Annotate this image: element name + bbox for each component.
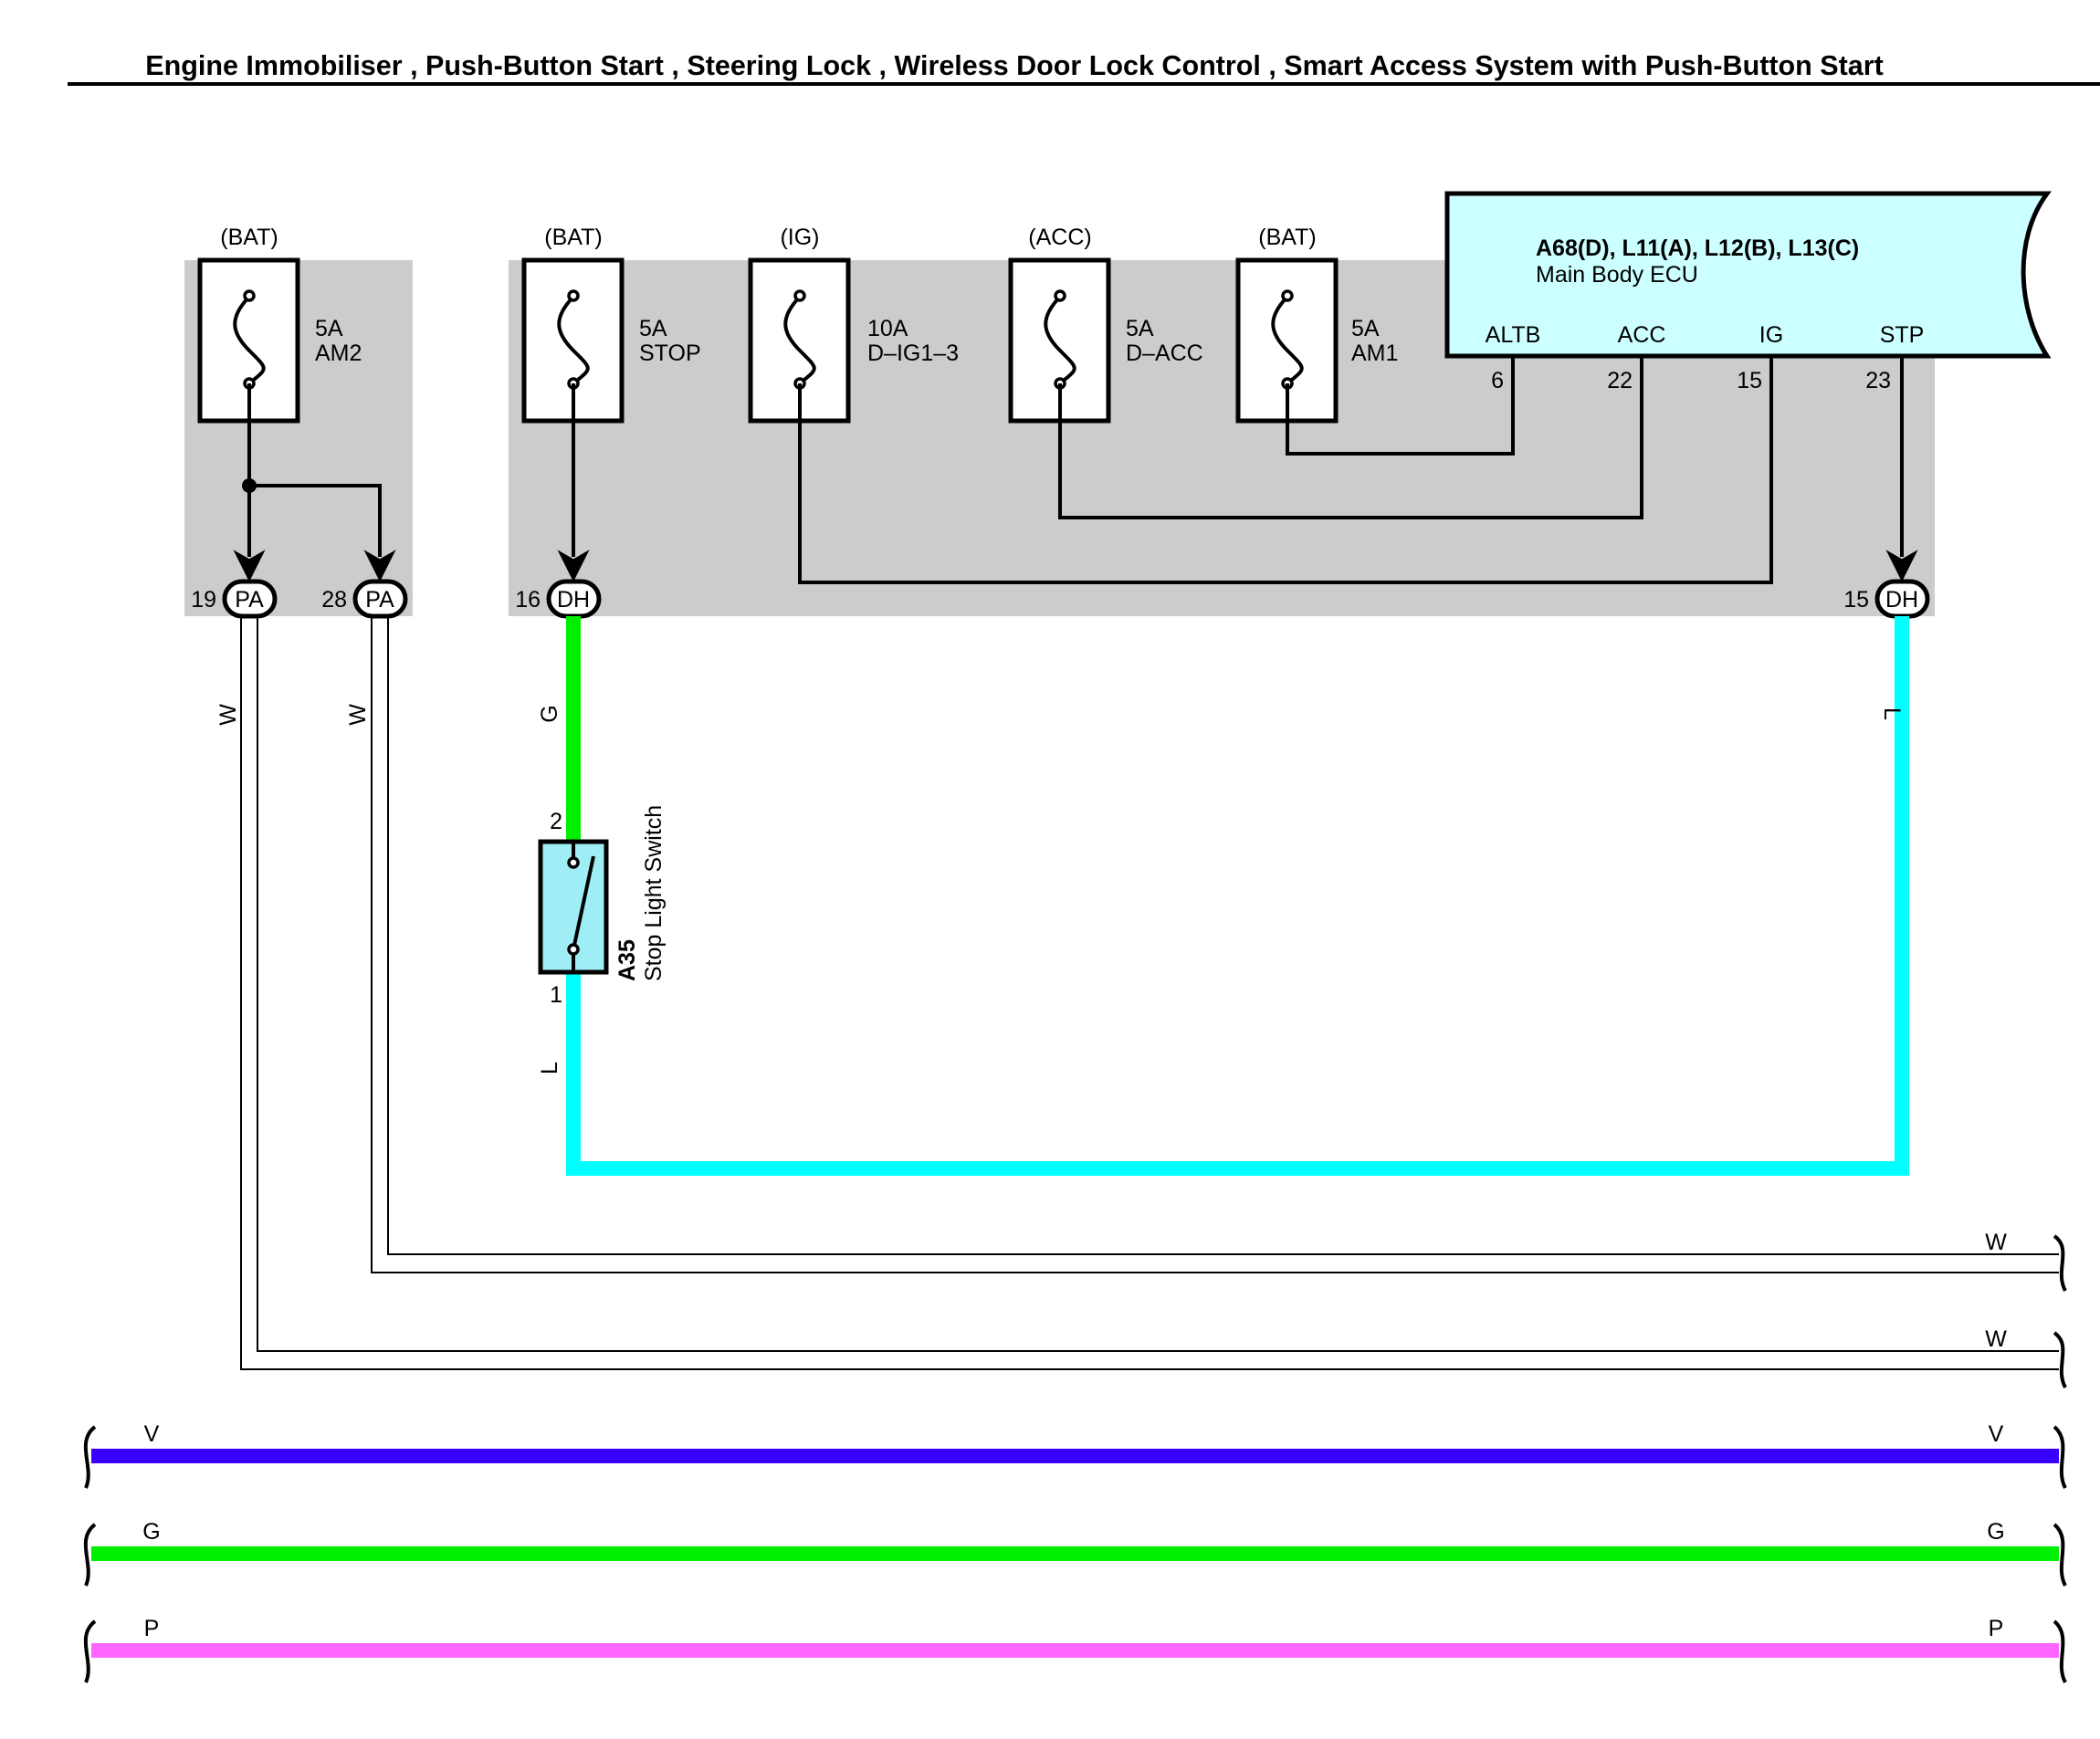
fuse-rating: 5A [315, 316, 343, 341]
bus-label-left: G [142, 1519, 160, 1545]
ecu-pin-number-6: 6 [1491, 368, 1504, 393]
wire-color-label: W [1985, 1326, 2007, 1352]
switch-pin-top: 2 [550, 809, 562, 834]
wire-break-mark [2053, 1234, 2067, 1292]
wire-color-label: W [215, 704, 241, 726]
fuse-rating: 5A [639, 316, 667, 341]
ecu-pin-label-ig: IG [1759, 322, 1783, 348]
connector-dh-16: 16 DH [515, 579, 602, 619]
connector-dh-15: 15 DH [1843, 579, 1930, 619]
fuse-source-label: (BAT) [1258, 225, 1316, 250]
bus-label-right: G [1987, 1519, 2004, 1545]
switch-code: A35 [614, 939, 640, 981]
ecu-pin-label-stp: STP [1880, 322, 1925, 348]
fuse-d-acc: (ACC) 5A D–ACC [1008, 225, 1203, 424]
internal-wiring [233, 356, 1918, 584]
fuse-name: D–IG1–3 [867, 340, 959, 366]
fuse-name: D–ACC [1126, 340, 1203, 366]
bus-p: P P [83, 1616, 2067, 1683]
white-wire-pa28 [371, 616, 2059, 1273]
fuse-source-label: (BAT) [220, 225, 278, 250]
connector-pin: 15 [1843, 587, 1869, 613]
ecu-pin-label-acc: ACC [1618, 322, 1666, 348]
stop-light-switch: 2 1 A35 Stop Light Switch [538, 805, 667, 1008]
bus-label-right: V [1989, 1421, 2004, 1447]
wire-color-label: L [1879, 707, 1905, 720]
white-wire-pa19 [240, 616, 2059, 1370]
wire-color-label: G [537, 705, 562, 722]
connector-pin: 16 [515, 587, 541, 613]
page-title: Engine Immobiliser , Push-Button Start ,… [145, 50, 1883, 81]
wire-color-label: W [345, 704, 371, 726]
ecu-pin-number-23: 23 [1865, 368, 1891, 393]
connector-pin: 28 [321, 587, 347, 613]
connector-pa-28: 28 PA [321, 579, 408, 619]
bus-g: G G [83, 1519, 2067, 1587]
connector-code: PA [365, 587, 394, 613]
fuse-source-label: (ACC) [1028, 225, 1091, 250]
connector-code: DH [557, 587, 590, 613]
fuse-rating: 10A [867, 316, 908, 341]
bus-label-left: P [144, 1616, 160, 1641]
connector-pin: 19 [191, 587, 216, 613]
switch-name: Stop Light Switch [641, 805, 667, 981]
wire-color-label: L [537, 1062, 562, 1074]
bus-v: V V [83, 1421, 2067, 1489]
bus-label-right: P [1989, 1616, 2004, 1641]
wire-color-label: W [1985, 1230, 2007, 1255]
connector-code: DH [1885, 587, 1918, 613]
ecu-name: Main Body ECU [1536, 262, 1698, 288]
connector-pa-19: 19 PA [191, 579, 278, 619]
fuse-source-label: (BAT) [544, 225, 602, 250]
ecu-pin-number-22: 22 [1607, 368, 1633, 393]
ecu-pin-label-altb: ALTB [1486, 322, 1541, 348]
fuse-rating: 5A [1351, 316, 1380, 341]
fuse-rating: 5A [1126, 316, 1154, 341]
wire-break-mark [2053, 1331, 2067, 1388]
ecu-connectors: A68(D), L11(A), L12(B), L13(C) [1536, 236, 1859, 261]
fuse-name: STOP [639, 340, 701, 366]
switch-pin-bottom: 1 [550, 982, 562, 1008]
main-body-ecu: A68(D), L11(A), L12(B), L13(C) Main Body… [1444, 191, 2052, 393]
bus-label-left: V [144, 1421, 160, 1447]
fuse-source-label: (IG) [780, 225, 819, 250]
fuse-name: AM2 [315, 340, 362, 366]
cyan-wire-stp [566, 616, 1909, 1176]
ecu-pin-number-15: 15 [1737, 368, 1762, 393]
connector-code: PA [235, 587, 264, 613]
fuse-name: AM1 [1351, 340, 1398, 366]
